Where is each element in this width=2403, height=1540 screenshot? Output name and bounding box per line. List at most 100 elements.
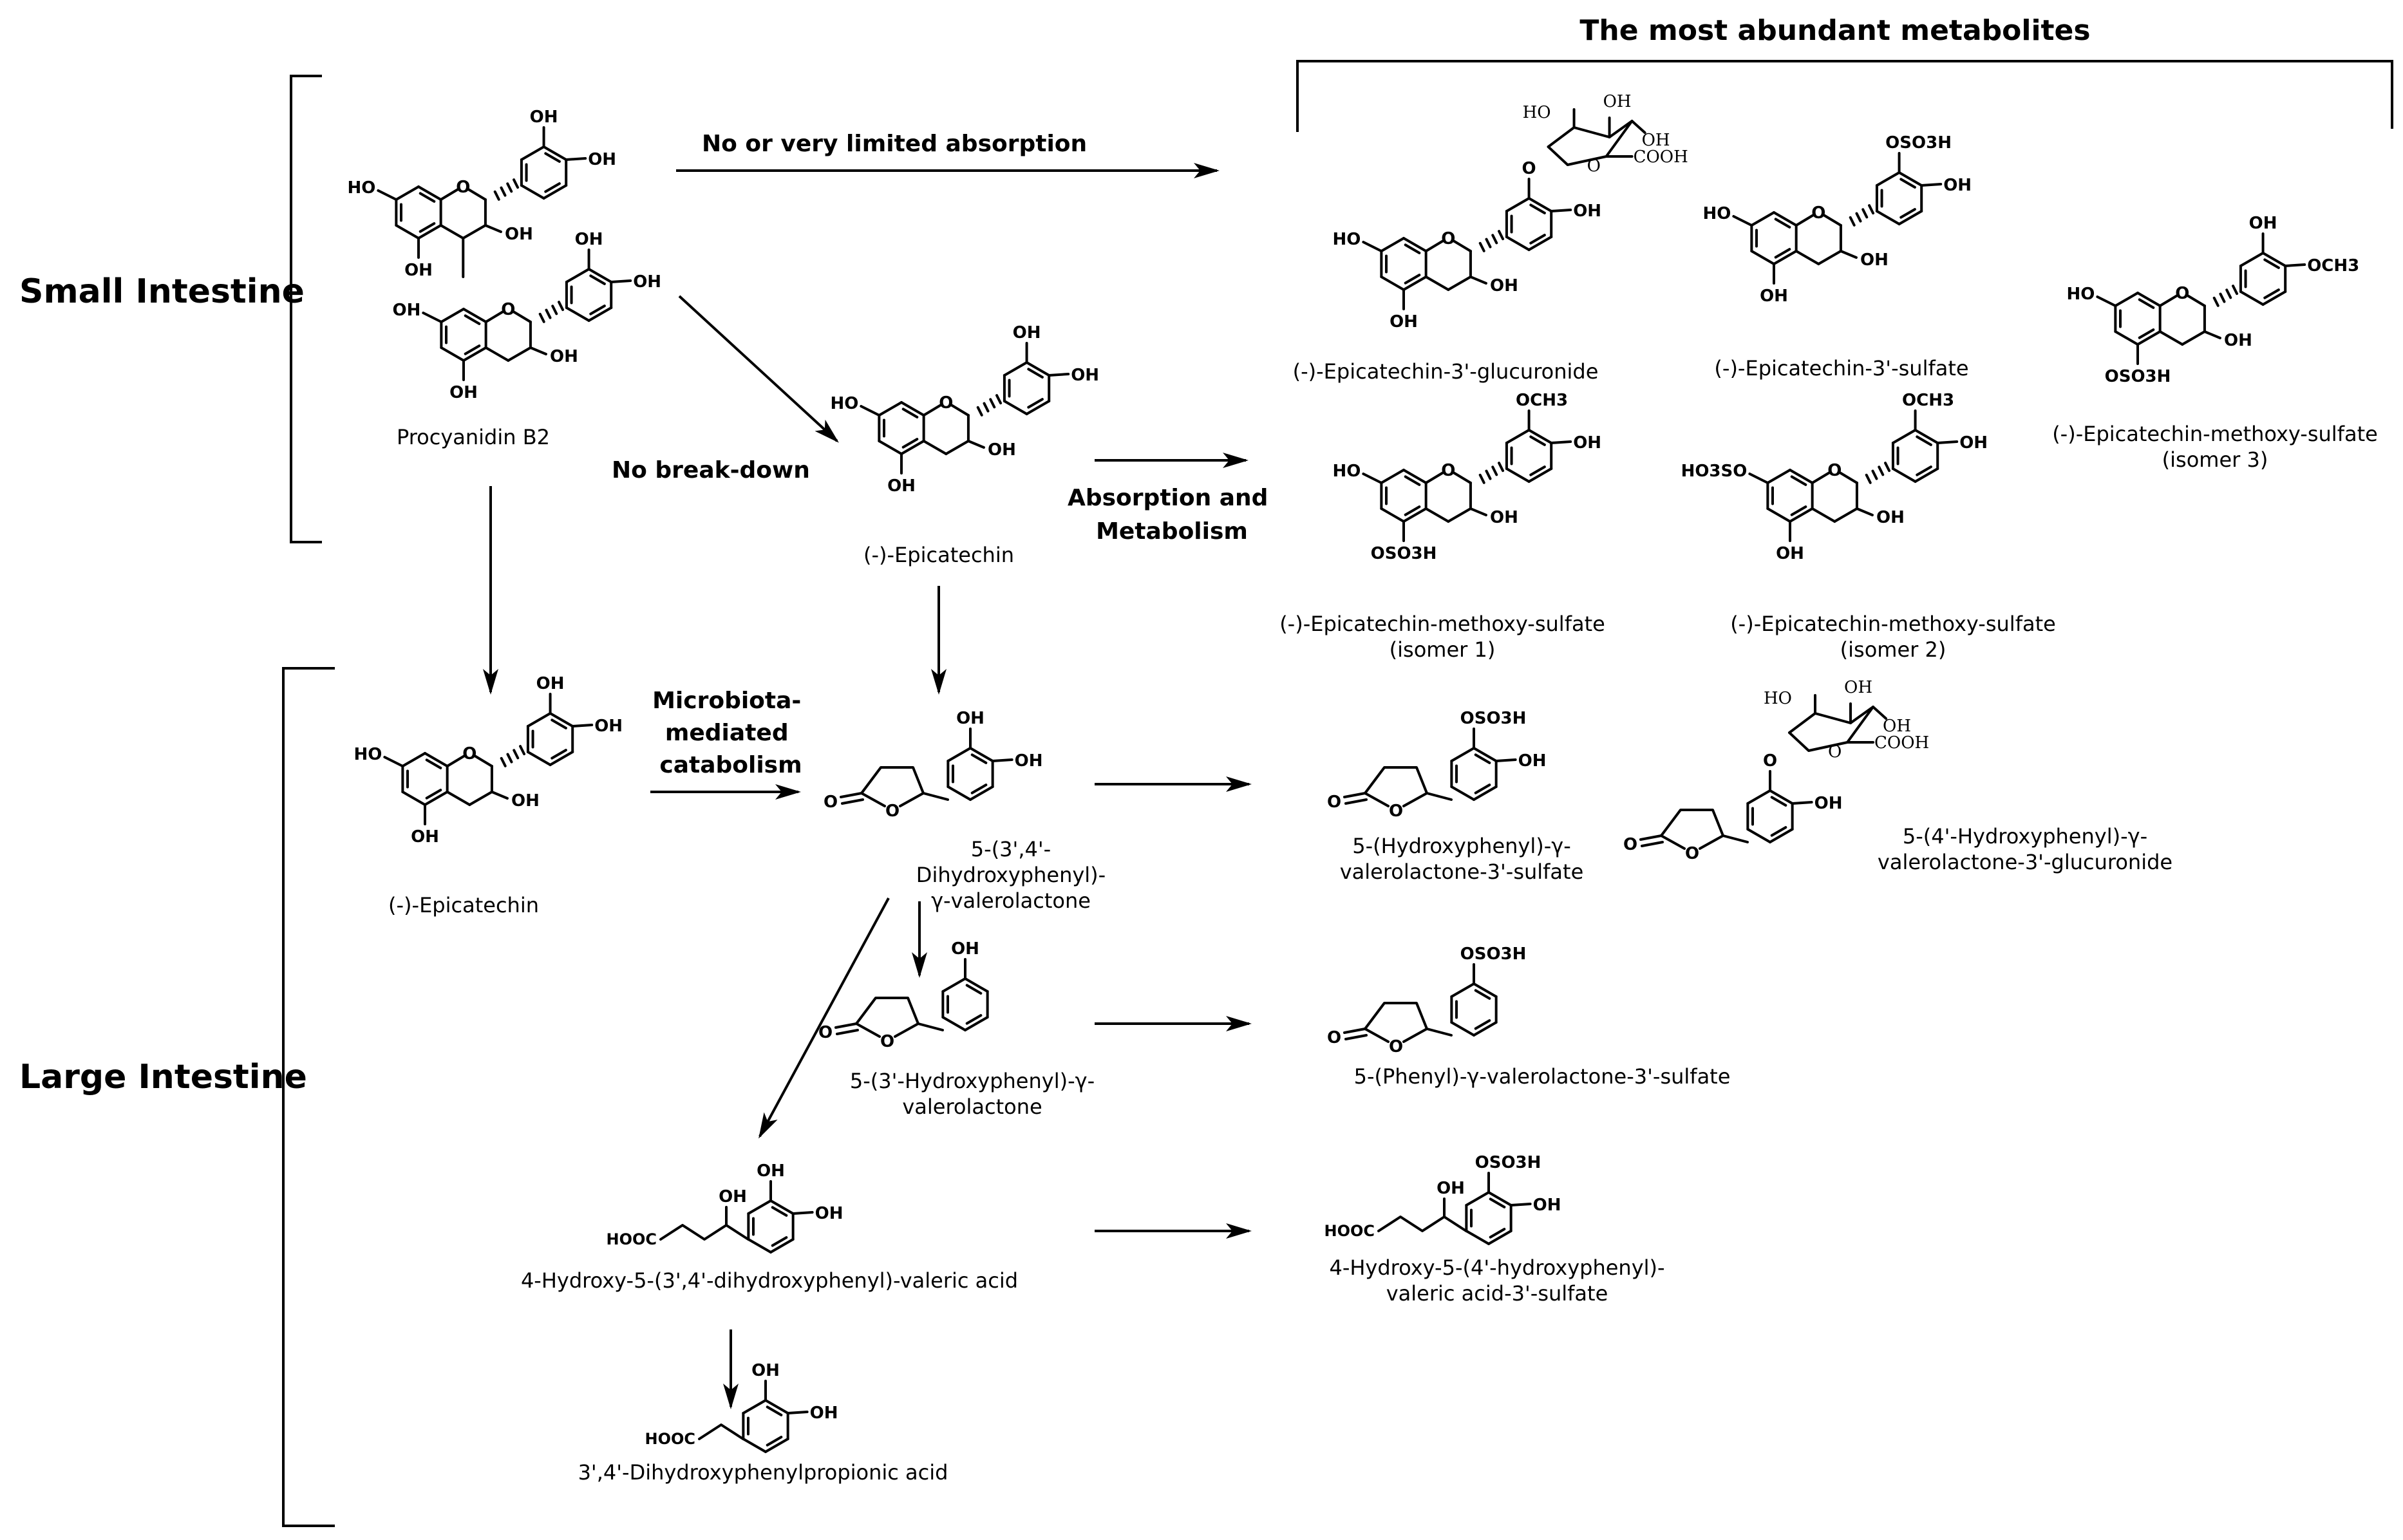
name-hpvl-sulfate: 5-(Hydroxyphenyl)-γ-valerolactone-3'-sul… xyxy=(1340,834,1584,884)
atom-label: OH xyxy=(594,717,623,736)
step-no-breakdown: No break-down xyxy=(612,457,810,484)
atom-label: OCH3 xyxy=(1516,391,1568,410)
atom-label: OH xyxy=(1760,286,1788,306)
name-pvl-sulfate: 5-(Phenyl)-γ-valerolactone-3'-sulfate xyxy=(1354,1064,1731,1089)
atom-label: O xyxy=(1828,742,1842,762)
atom-label: OH xyxy=(719,1187,747,1207)
structure-procyanidin-upper: O OH HO OH OH OH xyxy=(347,108,616,280)
atom-label: OH xyxy=(1518,751,1547,771)
atom-label: O xyxy=(1763,751,1777,771)
small-intestine-bracket xyxy=(290,75,322,543)
section-small-intestine: Small Intestine xyxy=(19,272,305,311)
atom-label: OH xyxy=(1573,433,1601,453)
atom-label: OH xyxy=(1013,323,1041,343)
step-absorption-metabolism: Absorption and Metabolism xyxy=(1068,485,1276,545)
atom-label: OH xyxy=(550,347,578,366)
atom-label: OH xyxy=(1490,276,1518,296)
arrow-diag-hdva xyxy=(759,897,890,1139)
metabolites-bracket xyxy=(1296,60,2393,132)
atom-label: HO xyxy=(353,745,382,764)
atom-label: OH xyxy=(505,225,533,244)
atom-label: O xyxy=(456,178,470,197)
atom-label: OH xyxy=(1603,92,1632,111)
name-epicatechin-li: (-)-Epicatechin xyxy=(388,893,539,917)
atom-label: HO xyxy=(1523,103,1551,122)
section-large-intestine: Large Intestine xyxy=(19,1058,307,1096)
atom-label: OH xyxy=(511,791,540,811)
atom-label: OH xyxy=(633,272,661,292)
structure-pvl-sulfate: O O OSO3H xyxy=(1327,944,1526,1056)
atom-label: OSO3H xyxy=(1371,544,1437,563)
atom-label: OH xyxy=(588,150,616,169)
atom-label: HO xyxy=(2066,285,2095,304)
atom-label: OH xyxy=(810,1404,838,1423)
atom-label: OSO3H xyxy=(1460,944,1527,964)
atom-label: OH xyxy=(887,476,916,496)
atom-label: OH xyxy=(575,230,603,249)
atom-label: OH xyxy=(988,440,1016,460)
atom-label: O xyxy=(824,793,838,812)
atom-label: O xyxy=(1811,203,1825,223)
atom-label: O xyxy=(880,1032,894,1051)
atom-label: OH xyxy=(1883,717,1911,736)
atom-label: O xyxy=(939,393,953,413)
atom-label: OH xyxy=(2224,331,2252,350)
name-hpvl-glucuronide: 5-(4'-Hydroxyphenyl)-γ-valerolactone-3'-… xyxy=(1878,824,2172,874)
atom-label: OH xyxy=(815,1204,843,1223)
atom-label: O xyxy=(1441,461,1455,480)
atom-label: OH xyxy=(411,827,439,847)
atom-label: O xyxy=(1522,159,1536,178)
atom-label: O xyxy=(1327,793,1341,812)
atom-label: OH xyxy=(1876,508,1905,527)
atom-label: OH xyxy=(1573,202,1601,221)
atom-label: OH xyxy=(1844,678,1872,697)
atom-label: OH xyxy=(1015,751,1043,771)
name-procyanidin-b2: Procyanidin B2 xyxy=(397,425,550,449)
atom-label: OH xyxy=(1814,794,1843,813)
atom-label: OH xyxy=(757,1161,785,1181)
atom-label: OSO3H xyxy=(1475,1153,1541,1172)
atom-label: O xyxy=(2175,284,2189,303)
atom-label: HO xyxy=(1702,204,1731,223)
atom-label: HO xyxy=(347,178,375,198)
atom-label: OH xyxy=(1071,366,1099,385)
atom-label: OH xyxy=(1943,176,1972,195)
atom-label: OCH3 xyxy=(1902,391,1954,410)
atom-label: OH xyxy=(1437,1179,1465,1198)
atom-label: OH xyxy=(404,261,433,280)
atom-label: OH xyxy=(951,939,979,959)
atom-label: OH xyxy=(956,709,985,728)
atom-label: O xyxy=(1327,1028,1341,1047)
atom-label: OH xyxy=(1490,508,1518,527)
name-ec-ms1: (-)-Epicatechin-methoxy-sulfate(isomer 1… xyxy=(1279,612,1605,662)
step-no-absorption: No or very limited absorption xyxy=(702,131,1087,157)
atom-label: HO xyxy=(1332,230,1361,249)
name-epicatechin-si: (-)-Epicatechin xyxy=(863,543,1014,567)
atom-label: OH xyxy=(751,1361,780,1380)
atom-label: OH xyxy=(1390,312,1418,332)
name-ec-glucuronide: (-)-Epicatechin-3'-glucuronide xyxy=(1293,359,1599,384)
name-dhpvl: 5-(3',4'-Dihydroxyphenyl)-γ-valerolacton… xyxy=(916,837,1106,913)
atom-label: COOH xyxy=(1874,733,1929,753)
atom-label: O xyxy=(1623,835,1637,854)
metabolites-title: The most abundant metabolites xyxy=(1579,14,2090,47)
atom-label: O xyxy=(1389,1037,1403,1056)
atom-label: OH xyxy=(1776,544,1804,563)
atom-label: HO3SO xyxy=(1681,462,1748,481)
name-hhva-sulfate: 4-Hydroxy-5-(4'-hydroxyphenyl)-valeric a… xyxy=(1329,1255,1664,1306)
name-dhppa: 3',4'-Dihydroxyphenylpropionic acid xyxy=(578,1460,948,1485)
name-hdva: 4-Hydroxy-5-(3',4'-dihydroxyphenyl)-vale… xyxy=(521,1268,1018,1293)
atom-label: OH xyxy=(530,108,558,127)
step-microbiota-catabolism: Microbiota- mediated catabolism xyxy=(652,688,809,778)
atom-label: OH xyxy=(2249,214,2277,233)
arrow-no-breakdown xyxy=(678,295,839,443)
